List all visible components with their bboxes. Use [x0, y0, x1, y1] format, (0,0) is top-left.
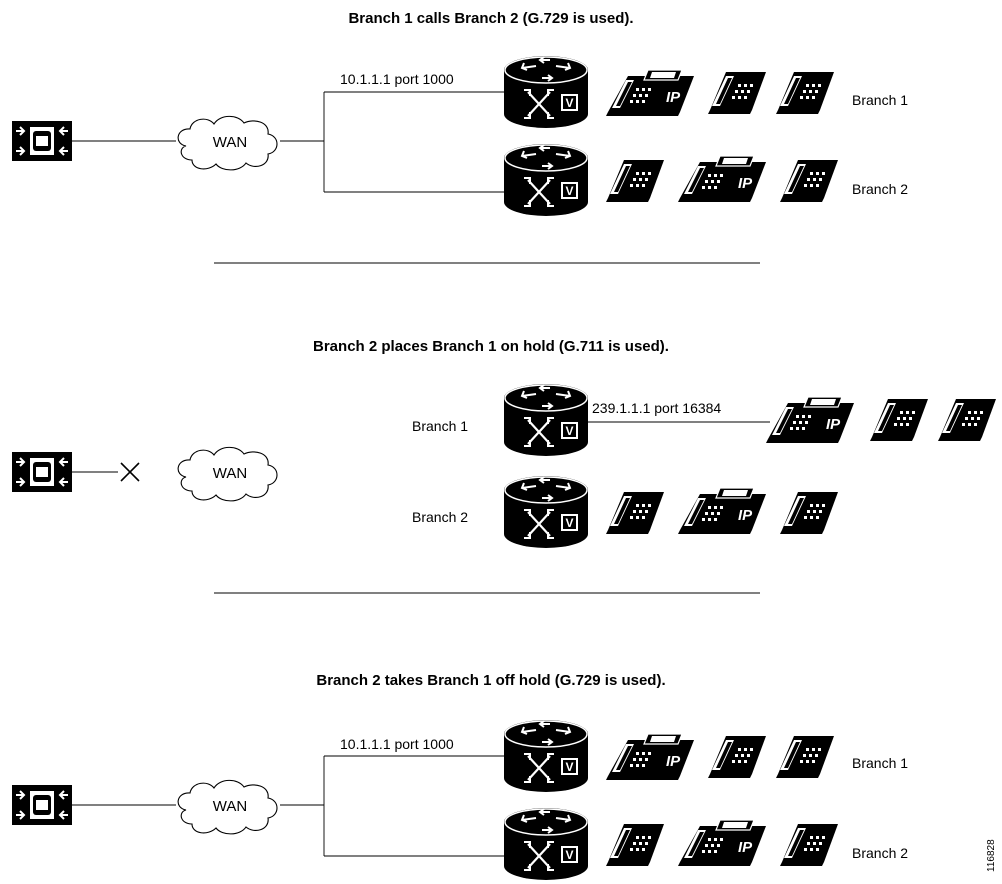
wan-label: WAN	[213, 798, 247, 815]
voice-router-icon	[502, 382, 590, 458]
analog-phone-icon	[780, 160, 838, 202]
wan-cloud-icon: WAN	[177, 446, 278, 502]
link-label: 239.1.1.1 port 16384	[592, 400, 721, 416]
branch-1-label: Branch 1	[852, 92, 908, 108]
wan-cloud-icon: WAN	[177, 115, 278, 171]
ip-phone-icon	[677, 819, 767, 867]
analog-phone-icon	[780, 824, 838, 866]
voice-router-icon	[502, 718, 590, 794]
analog-phone-icon	[708, 72, 766, 114]
analog-phone-icon	[780, 492, 838, 534]
panel-3-title: Branch 2 takes Branch 1 off hold (G.729 …	[316, 672, 665, 689]
panel-2: Branch 2 places Branch 1 on hold (G.711 …	[11, 338, 996, 550]
disconnect-x-icon	[120, 462, 140, 482]
wan-label: WAN	[213, 465, 247, 482]
branch-1-label: Branch 1	[852, 755, 908, 771]
ip-phone-icon	[677, 487, 767, 535]
voice-router-icon	[502, 806, 590, 882]
wan-cloud-icon: WAN	[177, 779, 278, 835]
analog-phone-icon	[606, 160, 664, 202]
panel-1: Branch 1 calls Branch 2 (G.729 is used).…	[11, 10, 908, 218]
analog-phone-icon	[938, 399, 996, 441]
call-manager-icon	[11, 784, 73, 826]
analog-phone-icon	[870, 399, 928, 441]
voice-router-icon	[502, 142, 590, 218]
link-label: 10.1.1.1 port 1000	[340, 736, 454, 752]
analog-phone-icon	[776, 736, 834, 778]
analog-phone-icon	[606, 492, 664, 534]
link-label: 10.1.1.1 port 1000	[340, 71, 454, 87]
ip-phone-icon	[677, 155, 767, 203]
analog-phone-icon	[708, 736, 766, 778]
wan-label: WAN	[213, 134, 247, 151]
ip-phone-icon	[605, 733, 695, 781]
voice-router-icon	[502, 54, 590, 130]
branch-2-label: Branch 2	[412, 509, 468, 525]
voice-router-icon	[502, 474, 590, 550]
branch-2-label: Branch 2	[852, 845, 908, 861]
analog-phone-icon	[606, 824, 664, 866]
panel-2-title: Branch 2 places Branch 1 on hold (G.711 …	[313, 338, 669, 355]
branch-1-label: Branch 1	[412, 418, 468, 434]
call-manager-icon	[11, 451, 73, 493]
call-manager-icon	[11, 120, 73, 162]
ip-phone-icon	[605, 69, 695, 117]
analog-phone-icon	[776, 72, 834, 114]
panel-3: Branch 2 takes Branch 1 off hold (G.729 …	[11, 672, 908, 882]
link-line	[323, 91, 504, 193]
figure-id: 116828	[986, 839, 997, 872]
panel-1-title: Branch 1 calls Branch 2 (G.729 is used).	[348, 10, 633, 27]
branch-2-label: Branch 2	[852, 181, 908, 197]
link-line	[323, 755, 504, 857]
ip-phone-icon	[765, 396, 855, 444]
